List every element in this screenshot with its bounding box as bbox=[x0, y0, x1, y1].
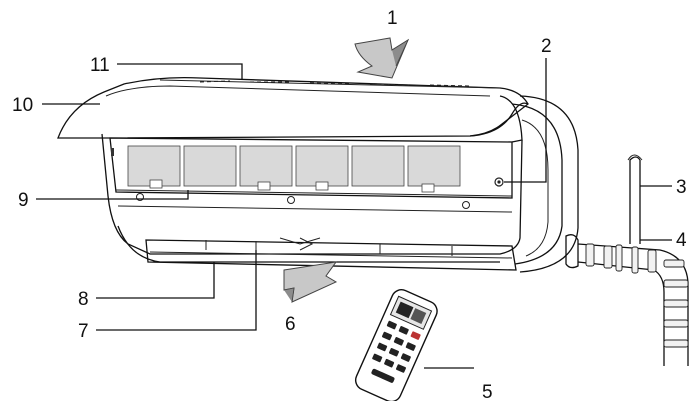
filter-tab-3 bbox=[315, 181, 329, 191]
callout-2: 2 bbox=[541, 36, 552, 57]
filter-panel-5 bbox=[351, 145, 405, 187]
right-side-panel bbox=[511, 103, 563, 265]
callout-labels: 1 2 3 4 5 6 7 8 9 10 11 bbox=[12, 8, 687, 401]
front-panel-surface bbox=[57, 76, 529, 139]
louver-line bbox=[149, 251, 513, 259]
right-housing bbox=[519, 95, 579, 273]
cross-bar bbox=[115, 189, 513, 197]
vertical-louvers bbox=[205, 237, 453, 256]
leader-lines bbox=[36, 58, 672, 369]
indoor-unit bbox=[101, 95, 579, 273]
filter-tab-1 bbox=[149, 179, 163, 189]
display-indicator-dot bbox=[497, 180, 501, 184]
screw-2 bbox=[287, 196, 295, 204]
piping bbox=[565, 154, 689, 366]
callout-6: 6 bbox=[285, 314, 296, 335]
filter-panel-4 bbox=[295, 145, 349, 187]
filter-panel-3 bbox=[239, 145, 293, 187]
louver-notch bbox=[279, 237, 321, 245]
callout-4: 4 bbox=[676, 230, 687, 251]
front-panel-curl bbox=[469, 102, 529, 137]
front-panel bbox=[57, 76, 529, 143]
hose-bottom bbox=[577, 261, 665, 366]
callout-11: 11 bbox=[90, 55, 110, 76]
air-filter bbox=[127, 145, 461, 193]
horizontal-louver bbox=[145, 239, 517, 271]
callout-9: 9 bbox=[18, 190, 29, 211]
callout-8: 8 bbox=[78, 289, 89, 310]
air-out-arrow-shade bbox=[283, 287, 295, 303]
filter-tab-4 bbox=[421, 183, 435, 193]
refrigerant-pipe bbox=[629, 156, 641, 244]
left-latch bbox=[111, 148, 114, 156]
screw-3 bbox=[462, 201, 470, 209]
front-panel-edge bbox=[105, 85, 491, 97]
air-inlet-grille bbox=[159, 79, 501, 89]
cross-bar-lower bbox=[117, 205, 513, 213]
leader-9 bbox=[36, 190, 189, 200]
filter-tab-2 bbox=[257, 181, 271, 191]
callout-3: 3 bbox=[676, 177, 687, 198]
filter-panel-6 bbox=[407, 145, 461, 187]
panel-hinge bbox=[499, 95, 523, 143]
filter-frame bbox=[109, 137, 513, 199]
remote-control-icon bbox=[354, 289, 438, 401]
filter-panel-2 bbox=[183, 145, 237, 187]
air-in-arrow-shade bbox=[391, 38, 409, 67]
unit-body bbox=[101, 133, 523, 255]
side-groove bbox=[521, 119, 549, 257]
hose-rings bbox=[585, 243, 689, 348]
callout-1: 1 bbox=[387, 8, 398, 29]
leader-2 bbox=[504, 58, 547, 183]
callout-5: 5 bbox=[482, 382, 493, 401]
leader-7 bbox=[96, 250, 257, 331]
pipe-cut bbox=[627, 154, 643, 161]
callout-10: 10 bbox=[12, 95, 33, 116]
callout-7: 7 bbox=[78, 321, 89, 342]
leader-8 bbox=[96, 262, 215, 299]
leader-11 bbox=[117, 63, 243, 80]
pipe-connector bbox=[565, 234, 579, 269]
filter-panel-1 bbox=[127, 145, 181, 187]
